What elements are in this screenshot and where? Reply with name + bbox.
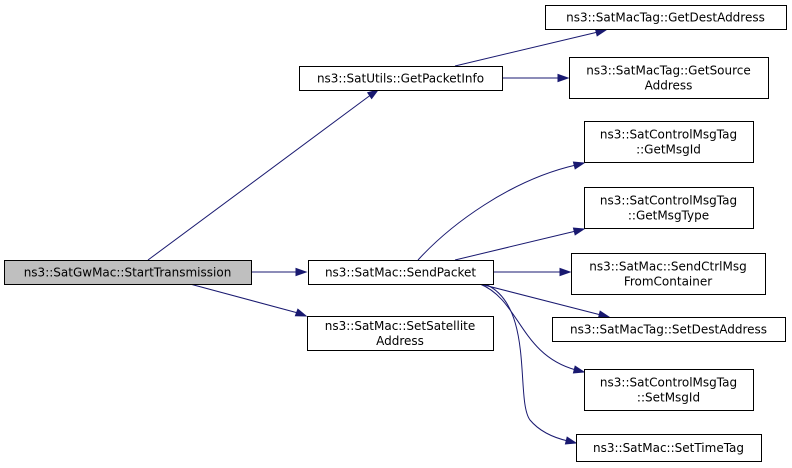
node-box [584,121,754,163]
node-box [299,66,503,91]
edge-sendpacket-to-setdest-arrowhead [597,310,611,319]
edge-getpacketinfo-to-getsource-arrowhead [557,73,570,83]
call-nodes: ns3::SatGwMac::StartTransmissionns3::Sat… [4,5,787,462]
node-get-packet-info[interactable]: ns3::SatUtils::GetPacketInfo [299,66,503,91]
edge-sendpacket-to-sendctrl-arrowhead [559,267,572,277]
node-label-line: ns3::SatMacTag::GetSource [586,64,751,78]
node-label-line: ns3::SatControlMsgTag [600,128,737,142]
edge-sendpacket-to-getmsgtype [454,230,577,261]
node-start-transmission[interactable]: ns3::SatGwMac::StartTransmission [4,260,252,285]
node-box [308,260,494,285]
node-box [584,369,754,411]
node-get-dest-address[interactable]: ns3::SatMacTag::GetDestAddress [545,5,787,30]
edge-getpacketinfo-to-getdest [454,31,599,67]
node-box [4,260,252,285]
edge-start-to-sendpacket-arrowhead [295,267,308,277]
node-send-packet[interactable]: ns3::SatMac::SendPacket [308,260,494,285]
node-label-line: ::GetMsgType [628,209,709,223]
edge-start-to-setsatellite [189,283,299,314]
node-box [571,253,766,295]
node-set-time-tag[interactable]: ns3::SatMac::SetTimeTag [576,434,762,462]
node-get-msg-type[interactable]: ns3::SatControlMsgTag::GetMsgType [584,187,754,229]
node-label-line: FromContainer [624,275,712,289]
call-edges [147,28,611,445]
node-label-line: Address [645,79,693,93]
node-label-line: ns3::SatMacTag::GetDestAddress [566,11,765,25]
node-box [584,187,754,229]
edge-start-to-getpacketinfo-arrowhead [366,89,380,100]
node-label-line: ns3::SatMac::SendPacket [325,266,476,280]
edge-start-to-getpacketinfo [147,93,373,261]
edge-sendpacket-to-setmsgid-arrowhead [572,365,586,374]
node-get-msg-id[interactable]: ns3::SatControlMsgTag::GetMsgId [584,121,754,163]
edge-sendpacket-to-setmsgid [479,283,577,371]
node-label-line: ns3::SatControlMsgTag [600,376,737,390]
node-box [552,317,786,342]
edge-sendpacket-to-setdest [479,283,602,316]
node-label-line: ns3::SatMacTag::SetDestAddress [570,323,767,337]
node-box [569,57,769,99]
node-set-msg-id[interactable]: ns3::SatControlMsgTag::SetMsgId [584,369,754,411]
node-label-line: ns3::SatMac::SetSatellite [325,319,476,333]
node-box [307,316,494,351]
node-label-line: Address [376,334,424,348]
node-label-line: ::SetMsgId [637,391,700,405]
edge-start-to-setsatellite-arrowhead [294,308,308,317]
node-set-dest-address[interactable]: ns3::SatMacTag::SetDestAddress [552,317,786,342]
node-box [576,434,762,462]
edge-sendpacket-to-getmsgid [417,164,577,261]
node-box [545,5,787,30]
edge-getpacketinfo-to-getdest-arrowhead [594,28,608,37]
node-label-line: ns3::SatControlMsgTag [600,194,737,208]
node-label-line: ns3::SatUtils::GetPacketInfo [317,72,484,86]
edge-sendpacket-to-getmsgid-arrowhead [572,161,586,170]
node-label-line: ns3::SatMac::SendCtrlMsg [589,260,746,274]
edge-sendpacket-to-settimetag [484,283,569,442]
node-label-line: ::GetMsgId [636,143,701,157]
node-label-line: ns3::SatGwMac::StartTransmission [24,266,232,280]
edge-sendpacket-to-getmsgtype-arrowhead [572,227,586,236]
edge-sendpacket-to-settimetag-arrowhead [564,436,578,445]
node-label-line: ns3::SatMac::SetTimeTag [593,441,744,455]
